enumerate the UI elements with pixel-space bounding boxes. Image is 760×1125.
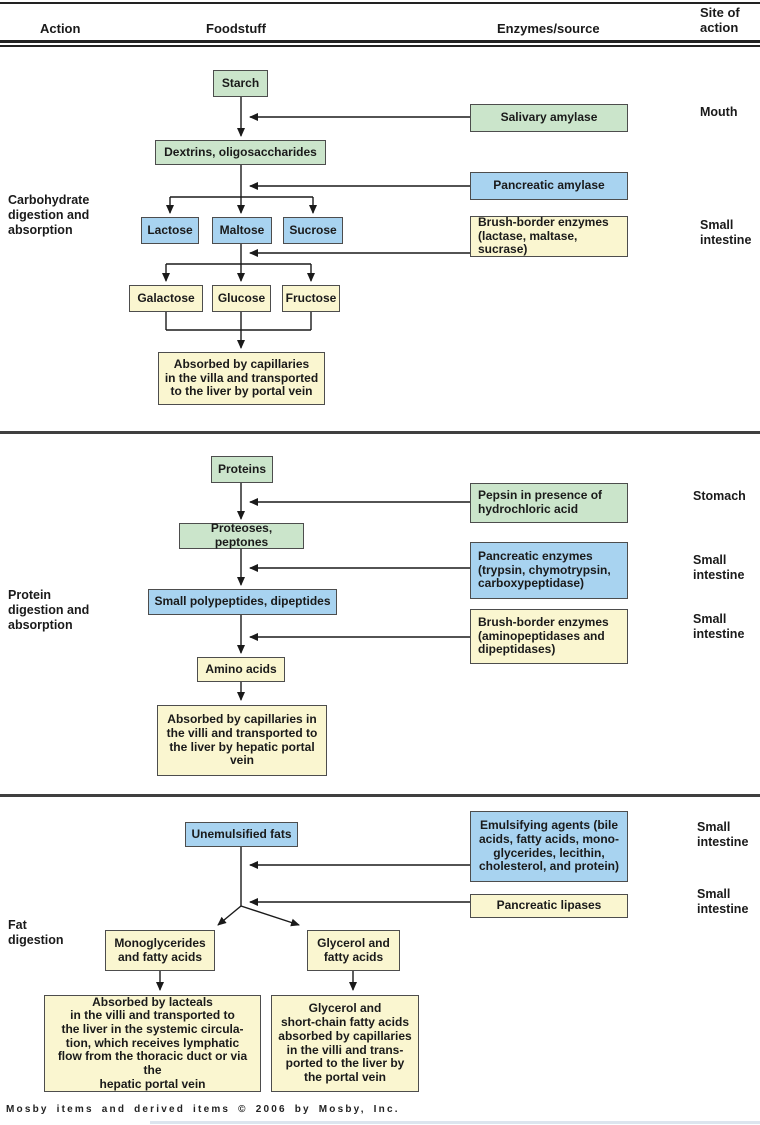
node-starch: Starch bbox=[213, 70, 268, 97]
node-proteoses: Proteoses, peptones bbox=[179, 521, 304, 549]
enzyme-pepsin: Pepsin in presence of hydrochloric acid bbox=[470, 483, 628, 523]
fat-wires bbox=[156, 847, 470, 991]
carbohydrate-wires bbox=[162, 97, 470, 349]
node-lactose: Lactose bbox=[141, 217, 199, 244]
node-absorbed-fat-right: Glycerol and short-chain fatty acids abs… bbox=[271, 995, 419, 1092]
action-label-protein: Protein digestion and absorption bbox=[8, 588, 90, 632]
enzyme-brush-border-carb: Brush-border enzymes (lactase, maltase, … bbox=[470, 215, 628, 257]
site-label-small-intestine-carb: Small intestine bbox=[700, 218, 752, 247]
site-label-mouth: Mouth bbox=[700, 105, 738, 119]
enzyme-brush-border-protein: Brush-border enzymes (aminopeptidases an… bbox=[470, 609, 628, 664]
node-sucrose: Sucrose bbox=[283, 217, 343, 244]
action-label-carbohydrate: Carbohydrate digestion and absorption bbox=[8, 193, 90, 237]
enzyme-emulsifying-agents: Emulsifying agents (bile acids, fatty ac… bbox=[470, 811, 628, 882]
site-label-small-intestine-fat-1: Small intestine bbox=[697, 820, 749, 849]
top-rule bbox=[0, 2, 760, 4]
node-absorbed-carb: Absorbed by capillaries in the villa and… bbox=[158, 352, 325, 405]
node-unemulsified-fats: Unemulsified fats bbox=[185, 822, 298, 847]
node-maltose: Maltose bbox=[212, 217, 272, 244]
site-label-small-intestine-fat-2: Small intestine bbox=[697, 887, 749, 916]
enzyme-pancreatic-amylase: Pancreatic amylase bbox=[470, 172, 628, 200]
node-amino-acids: Amino acids bbox=[197, 657, 285, 682]
section-divider-2 bbox=[0, 794, 760, 797]
header-rule-thin bbox=[0, 45, 760, 47]
site-label-small-intestine-protein-1: Small intestine bbox=[693, 553, 745, 582]
enzyme-salivary-amylase: Salivary amylase bbox=[470, 104, 628, 132]
node-dextrins: Dextrins, oligosaccharides bbox=[155, 140, 326, 165]
header-rule-thick bbox=[0, 40, 760, 43]
site-label-small-intestine-protein-2: Small intestine bbox=[693, 612, 745, 641]
node-monoglycerides: Monoglycerides and fatty acids bbox=[105, 930, 215, 971]
node-fructose: Fructose bbox=[282, 285, 340, 312]
column-header-enzymes: Enzymes/source bbox=[497, 21, 600, 36]
node-glucose: Glucose bbox=[212, 285, 271, 312]
column-header-action: Action bbox=[40, 21, 81, 36]
bottom-edge-artifact bbox=[150, 1121, 760, 1124]
node-polypeptides: Small polypeptides, dipeptides bbox=[148, 589, 337, 615]
footer-copyright: Mosby items and derived items © 2006 by … bbox=[6, 1104, 400, 1115]
node-absorbed-protein: Absorbed by capillaries in the villi and… bbox=[157, 705, 327, 776]
node-galactose: Galactose bbox=[129, 285, 203, 312]
node-proteins: Proteins bbox=[211, 456, 273, 483]
enzyme-pancreatic-protein: Pancreatic enzymes (trypsin, chymotrypsi… bbox=[470, 542, 628, 599]
node-glycerol-fatty-acids: Glycerol and fatty acids bbox=[307, 930, 400, 971]
column-header-site: Site of action bbox=[700, 5, 740, 35]
site-label-stomach: Stomach bbox=[693, 489, 746, 503]
enzyme-pancreatic-lipases: Pancreatic lipases bbox=[470, 894, 628, 918]
protein-wires bbox=[237, 483, 470, 701]
section-divider-1 bbox=[0, 431, 760, 434]
action-label-fat: Fat digestion bbox=[8, 918, 64, 947]
column-header-foodstuff: Foodstuff bbox=[206, 21, 266, 36]
node-absorbed-fat-left: Absorbed by lacteals in the villi and tr… bbox=[44, 995, 261, 1092]
